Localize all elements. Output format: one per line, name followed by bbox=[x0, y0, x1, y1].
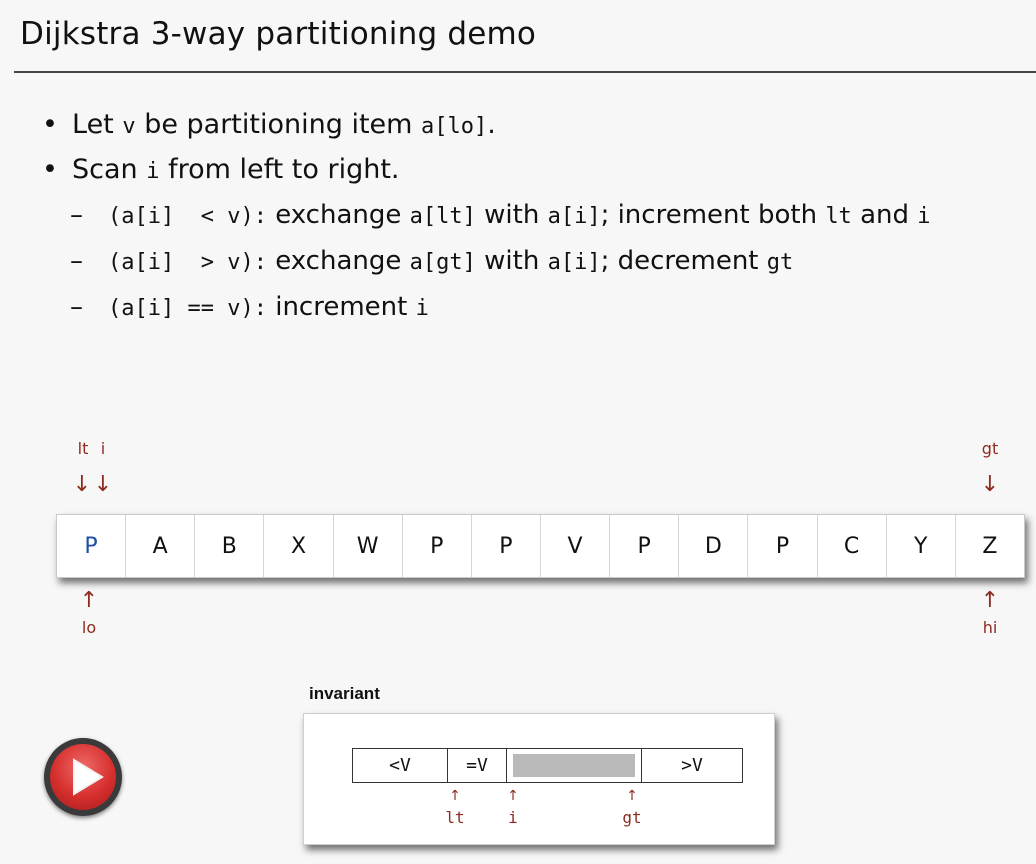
code-text: a[i] bbox=[547, 250, 601, 275]
code-text: (a[i] > v): bbox=[108, 250, 267, 275]
array-cell: P bbox=[403, 515, 472, 577]
invariant-lt-label: lt bbox=[445, 808, 465, 827]
pointer-lt-arrow-icon: ↓ bbox=[72, 472, 92, 497]
bullet-dot: • bbox=[42, 154, 58, 185]
pointer-gt-arrow-icon: ↓ bbox=[980, 472, 1000, 497]
invariant-i-label: i bbox=[508, 808, 518, 827]
array-cell: P bbox=[610, 515, 680, 577]
bullet-text: Let bbox=[72, 109, 123, 140]
array-cell: P bbox=[57, 515, 127, 577]
array-cell: Y bbox=[887, 515, 956, 577]
invariant-box: <V =V >V ↑ lt ↑ i ↑ gt bbox=[303, 713, 775, 845]
code-text: a[gt] bbox=[409, 250, 476, 275]
code-text: i bbox=[415, 296, 429, 321]
array-cell: V bbox=[541, 515, 611, 577]
code-text: a[lt] bbox=[409, 204, 476, 229]
invariant-lt-arrow-icon: ↑ bbox=[449, 788, 461, 804]
invariant-label: invariant bbox=[309, 684, 380, 703]
code-text: v bbox=[122, 114, 136, 139]
bullet-text: with bbox=[475, 200, 548, 230]
bullet-list: • Let v be partitioning item a[lo]. • Sc… bbox=[42, 106, 931, 334]
play-icon bbox=[73, 758, 104, 796]
invariant-i-arrow-icon: ↑ bbox=[507, 788, 519, 804]
bullet-item: • Scan i from left to right. bbox=[42, 151, 931, 196]
pointer-i-arrow-icon: ↓ bbox=[93, 472, 113, 497]
bullet-dash: – bbox=[70, 246, 83, 276]
array-cell: B bbox=[195, 515, 265, 577]
bullet-text: from left to right. bbox=[159, 154, 400, 185]
bullet-text: and bbox=[851, 200, 918, 230]
bullet-dash: – bbox=[70, 200, 83, 230]
pointer-lt-label: lt bbox=[77, 439, 89, 458]
segment-equal: =V bbox=[448, 749, 507, 782]
title-divider bbox=[14, 71, 1036, 73]
pointer-hi-arrow-icon: ↑ bbox=[980, 588, 1000, 613]
segment-less: <V bbox=[353, 749, 448, 782]
code-text: i bbox=[146, 159, 160, 184]
invariant-gt-arrow-icon: ↑ bbox=[626, 788, 638, 804]
array-cell: Z bbox=[982, 533, 998, 559]
sub-bullet-item: – (a[i] > v): exchange a[gt] with a[i]; … bbox=[42, 242, 931, 288]
array-cell: P bbox=[748, 515, 818, 577]
array-cell: W bbox=[334, 515, 403, 577]
segment-greater: >V bbox=[681, 755, 703, 776]
sub-bullet-item: – (a[i] == v): increment i bbox=[42, 288, 931, 334]
sub-bullet-item: – (a[i] < v): exchange a[lt] with a[i]; … bbox=[42, 196, 931, 242]
array-cell: X bbox=[264, 515, 334, 577]
pointer-lo-arrow-icon: ↑ bbox=[79, 588, 99, 613]
bullet-text: ; increment both bbox=[600, 200, 826, 230]
code-text: gt bbox=[766, 250, 794, 275]
bullet-text: exchange bbox=[266, 246, 410, 276]
bullet-item: • Let v be partitioning item a[lo]. bbox=[42, 106, 931, 151]
segment-unknown-fill bbox=[513, 754, 635, 777]
code-text: i bbox=[917, 204, 931, 229]
pointer-lo-label: lo bbox=[81, 618, 97, 637]
array-cell: A bbox=[126, 515, 196, 577]
bullet-text: exchange bbox=[266, 200, 410, 230]
code-text: a[i] bbox=[547, 204, 601, 229]
code-text: (a[i] == v): bbox=[108, 296, 267, 321]
invariant-gt-label: gt bbox=[622, 808, 642, 827]
bullet-text: increment bbox=[266, 292, 416, 322]
code-text: lt bbox=[825, 204, 852, 229]
pointer-i-label: i bbox=[100, 439, 106, 458]
bullet-text: Scan bbox=[72, 154, 147, 185]
bullet-dot: • bbox=[42, 109, 58, 140]
play-button[interactable] bbox=[44, 738, 122, 816]
bullet-dash: – bbox=[70, 292, 83, 322]
bullet-text: ; decrement bbox=[600, 246, 767, 276]
invariant-bar: <V =V >V bbox=[352, 748, 743, 783]
page-title: Dijkstra 3-way partitioning demo bbox=[20, 16, 537, 52]
bullet-text: with bbox=[475, 246, 548, 276]
bullet-text: be partitioning item bbox=[135, 109, 422, 140]
code-text: a[lo] bbox=[421, 114, 488, 139]
segment-unknown bbox=[507, 749, 642, 782]
code-text: (a[i] < v): bbox=[108, 204, 267, 229]
play-button-face bbox=[50, 744, 116, 810]
bullet-text: . bbox=[487, 109, 496, 140]
array-cell: P bbox=[472, 515, 541, 577]
array-cell: C bbox=[818, 515, 887, 577]
array-cell: D bbox=[679, 515, 749, 577]
pointer-hi-label: hi bbox=[982, 618, 998, 637]
pointer-gt-label: gt bbox=[981, 439, 999, 458]
